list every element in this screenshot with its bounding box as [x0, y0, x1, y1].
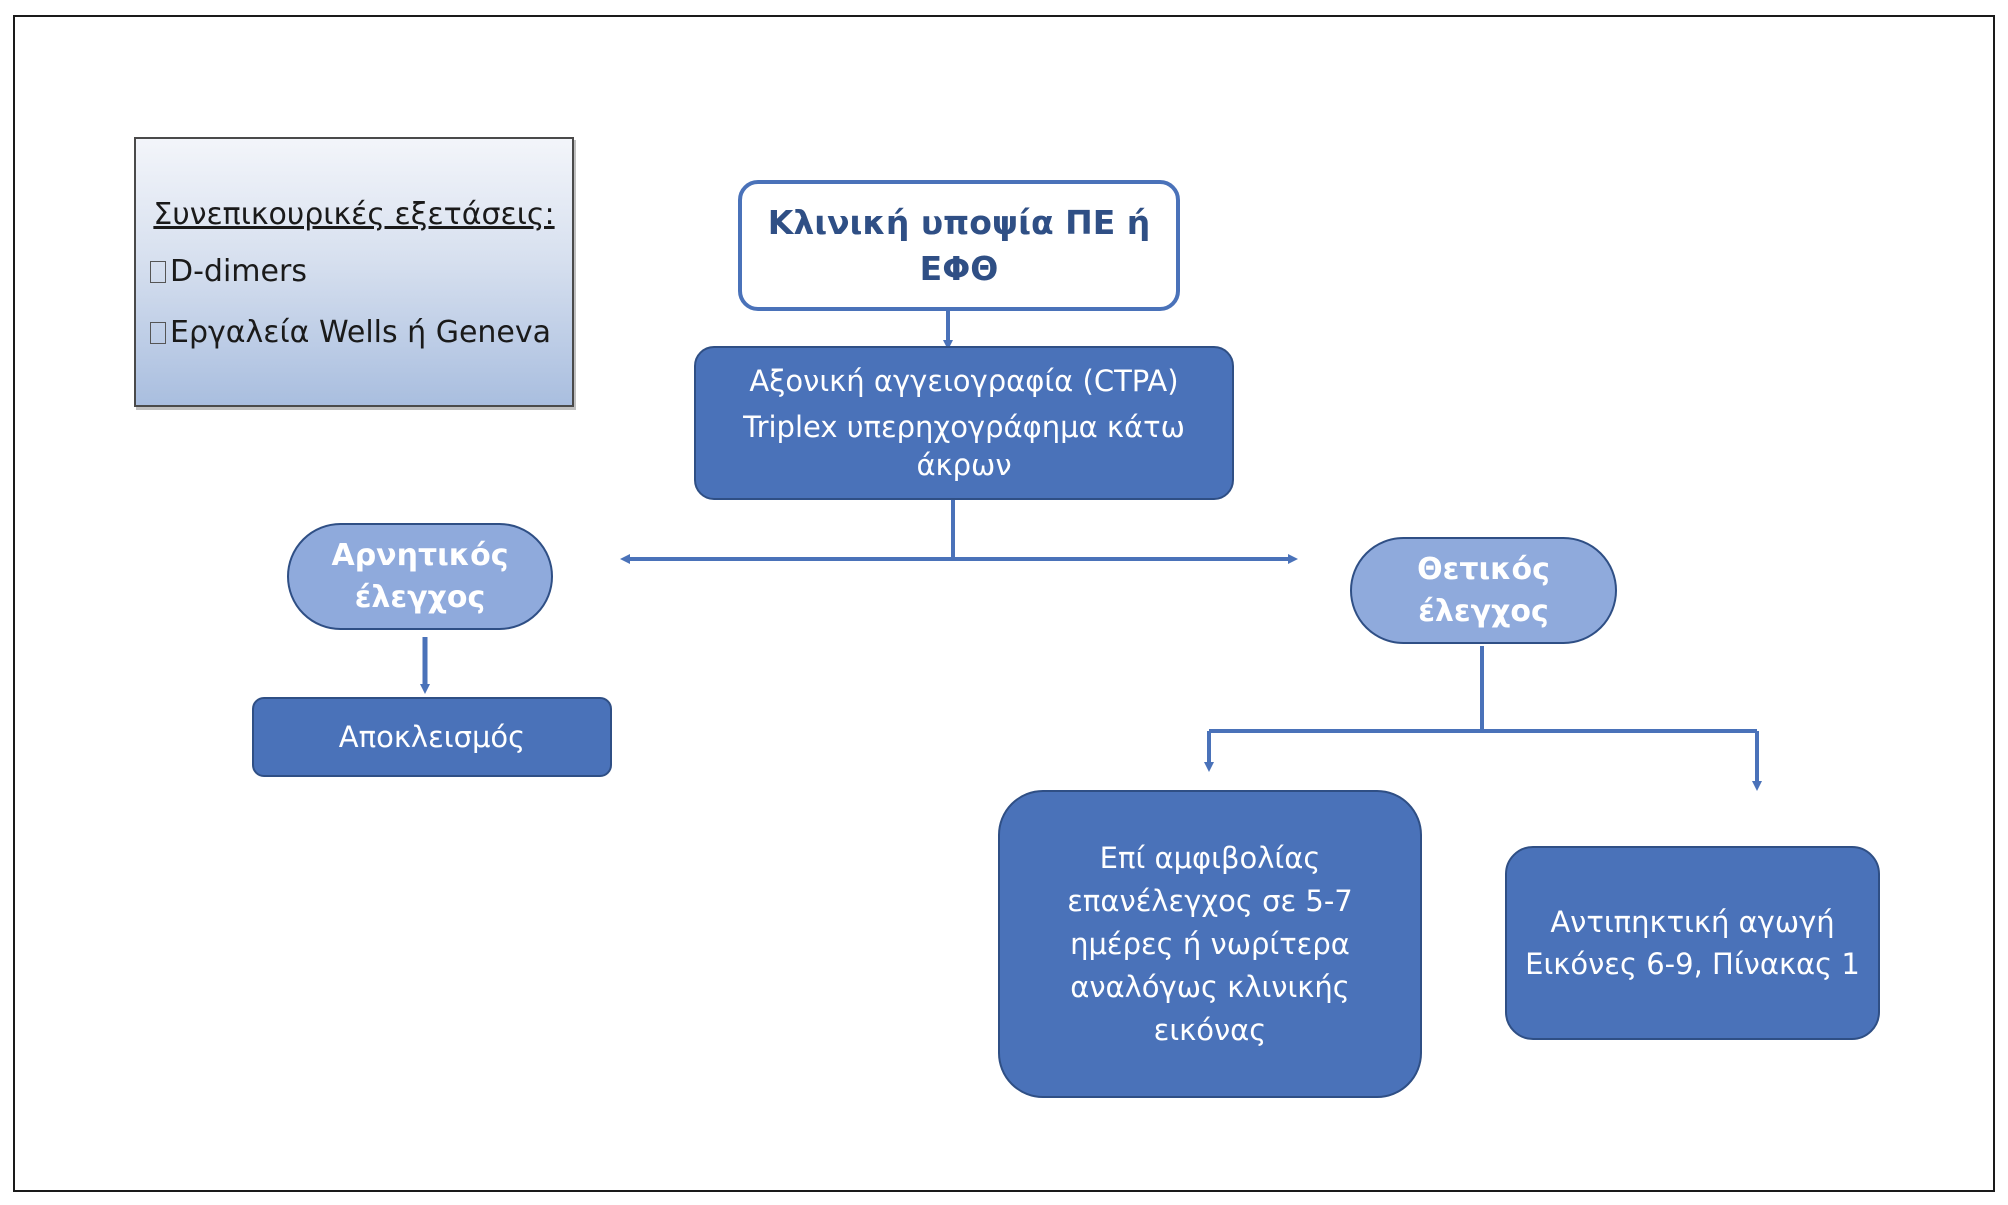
legend-item-wells-geneva: Εργαλεία Wells ή Geneva — [150, 315, 558, 350]
node-recheck-line3: ημέρες ή νωρίτερα — [1070, 926, 1350, 961]
legend-box: Συνεπικουρικές εξετάσεις: D-dimers Εργαλ… — [134, 137, 574, 407]
node-recheck-line4: αναλόγως κλινικής — [1070, 969, 1350, 1004]
node-recheck-line1: Επί αμφιβολίας — [1099, 840, 1321, 875]
node-anticoagulation-line1: Αντιπηκτική αγωγή — [1550, 905, 1835, 939]
node-negative-line2: έλεγχος — [354, 579, 486, 615]
node-imaging-line2: Triplex υπερηχογράφημα κάτω — [743, 410, 1185, 444]
node-recheck: Επί αμφιβολίας επανέλεγχος σε 5-7 ημέρες… — [998, 790, 1422, 1098]
node-imaging: Αξονική αγγειογραφία (CTPA) Triplex υπερ… — [694, 346, 1234, 500]
node-recheck-line2: επανέλεγχος σε 5-7 — [1067, 883, 1353, 918]
node-exclusion: Αποκλεισμός — [252, 697, 612, 777]
legend-item-label: D-dimers — [170, 254, 307, 289]
empty-square-icon — [150, 261, 166, 283]
node-negative-line1: Αρνητικός — [331, 537, 509, 573]
node-clinical-suspicion: Κλινική υποψία ΠΕ ή ΕΦΘ — [738, 180, 1180, 311]
node-negative: Αρνητικός έλεγχος — [287, 523, 553, 630]
node-positive-line1: Θετικός — [1417, 551, 1550, 587]
node-imaging-line3: άκρων — [916, 448, 1012, 482]
node-clinical-suspicion-line2: ΕΦΘ — [919, 248, 999, 288]
node-exclusion-label: Αποκλεισμός — [338, 720, 526, 754]
legend-item-d-dimers: D-dimers — [150, 254, 558, 289]
empty-square-icon — [150, 322, 166, 344]
legend-title: Συνεπικουρικές εξετάσεις: — [153, 197, 555, 232]
legend-item-label: Εργαλεία Wells ή Geneva — [170, 315, 552, 350]
node-anticoagulation-line2: Εικόνες 6-9, Πίνακας 1 — [1525, 947, 1860, 981]
node-imaging-line1: Αξονική αγγειογραφία (CTPA) — [749, 364, 1179, 398]
diagram-frame — [13, 15, 1995, 1192]
node-anticoagulation: Αντιπηκτική αγωγή Εικόνες 6-9, Πίνακας 1 — [1505, 846, 1880, 1040]
node-recheck-line5: εικόνας — [1153, 1012, 1267, 1047]
node-positive: Θετικός έλεγχος — [1350, 537, 1617, 644]
node-clinical-suspicion-line1: Κλινική υποψία ΠΕ ή — [767, 202, 1151, 242]
node-positive-line2: έλεγχος — [1418, 593, 1549, 629]
